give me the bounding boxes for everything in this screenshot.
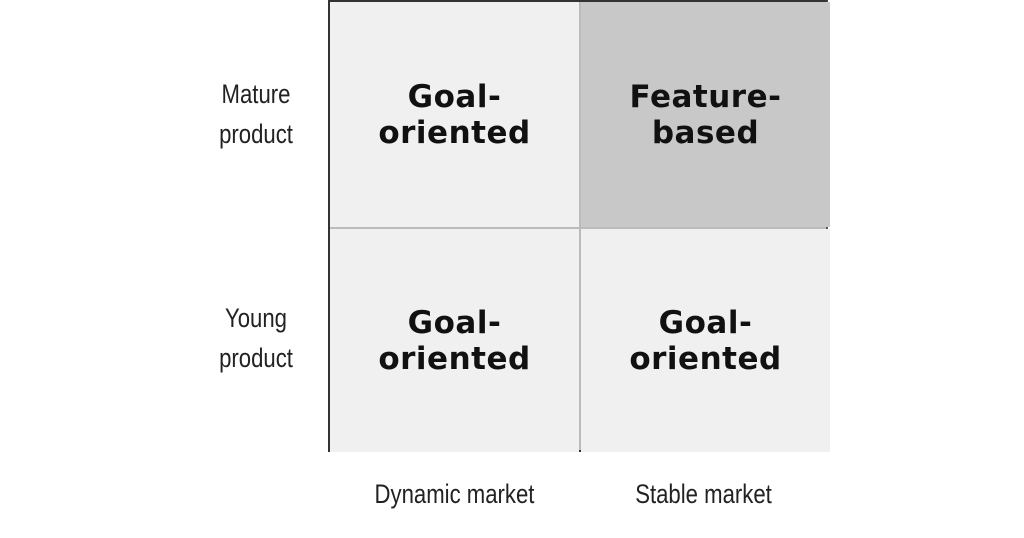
column-label-stable-market: Stable market — [635, 479, 772, 509]
cell-young-dynamic: Goal- oriented — [330, 229, 579, 452]
cell-mature-dynamic-text: Goal- oriented — [378, 78, 531, 151]
column-label-dynamic-market: Dynamic market — [374, 479, 535, 509]
cell-mature-stable: Feature- based — [581, 2, 830, 227]
cell-young-stable: Goal- oriented — [581, 229, 830, 452]
cell-young-stable-text: Goal- oriented — [629, 304, 782, 377]
product-market-matrix: Goal- oriented Feature- based Goal- orie… — [328, 0, 830, 452]
cell-mature-stable-text: Feature- based — [629, 78, 782, 151]
row-label-young-product: Young product — [219, 303, 293, 373]
row-label-mature-product: Mature product — [219, 79, 293, 149]
cell-mature-dynamic: Goal- oriented — [330, 2, 579, 227]
cell-young-dynamic-text: Goal- oriented — [378, 304, 531, 377]
